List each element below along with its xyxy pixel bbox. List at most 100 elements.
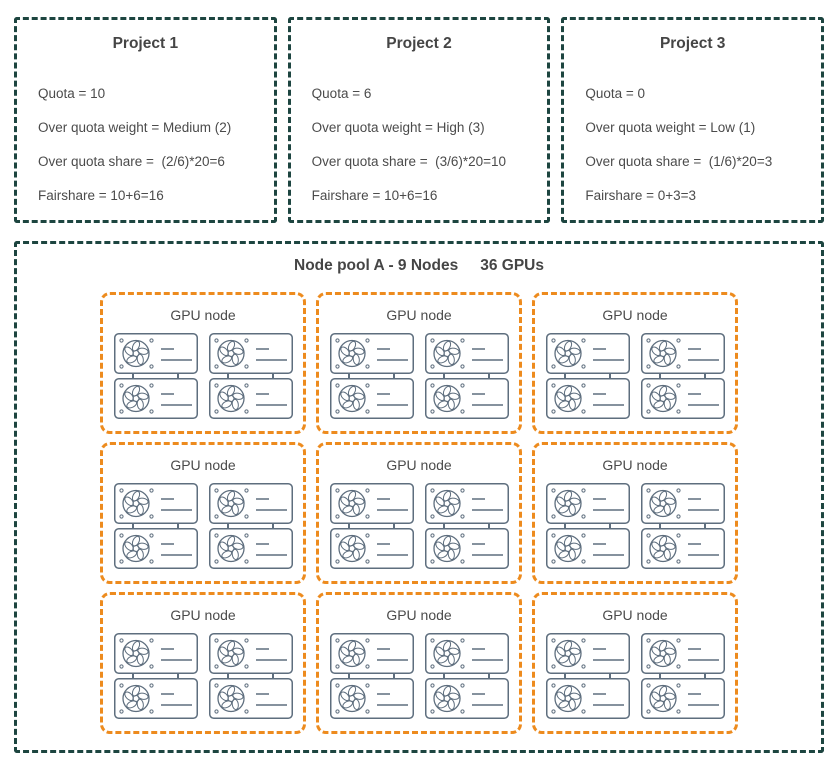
gpu-cards <box>103 483 303 569</box>
screw-icons <box>118 683 154 714</box>
screw-icons <box>550 638 586 669</box>
fan-icon <box>429 383 503 414</box>
gpu-card-pair <box>640 633 725 719</box>
gpu-node: GPU node <box>532 442 738 584</box>
screw-icons <box>429 533 465 564</box>
screw-icons <box>334 488 370 519</box>
card-label-lines <box>255 348 287 361</box>
gpu-node: GPU node <box>100 442 306 584</box>
gpu-card-icon <box>208 378 293 419</box>
gpu-card-icon <box>545 678 630 719</box>
screw-icons <box>118 533 154 564</box>
card-label-lines <box>160 348 192 361</box>
fan-icon <box>550 683 624 714</box>
project-lines: Quota = 0 Over quota weight = Low (1) Ov… <box>564 84 821 205</box>
gpu-cards <box>535 333 735 419</box>
project-weight-line: Over quota weight = High (3) <box>311 120 485 135</box>
gpu-cards <box>535 633 735 719</box>
gpu-card-icon <box>113 333 198 374</box>
screw-icons <box>334 533 370 564</box>
gpu-card-icon <box>545 333 630 374</box>
fan-icon <box>118 533 192 564</box>
card-label-lines <box>376 648 408 661</box>
project-quota-line: Quota = 6 <box>311 86 372 101</box>
card-label-lines <box>592 348 624 361</box>
fan-icon <box>334 533 408 564</box>
fan-icon <box>118 488 192 519</box>
card-label-lines <box>687 348 719 361</box>
gpu-card-icon <box>208 633 293 674</box>
screw-icons <box>550 533 586 564</box>
screw-icons <box>429 488 465 519</box>
screw-icons <box>213 638 249 669</box>
card-label-lines <box>255 393 287 406</box>
card-connector <box>209 374 293 378</box>
screw-icons <box>213 533 249 564</box>
gpu-card-icon <box>329 678 414 719</box>
fan-icon <box>645 638 719 669</box>
gpu-card-pair <box>113 483 198 569</box>
card-label-lines <box>255 648 287 661</box>
card-label-lines <box>160 648 192 661</box>
project-title: Project 1 <box>112 35 179 52</box>
project-share-line: Over quota share = (1/6)*20=3 <box>585 154 773 169</box>
fan-icon <box>334 338 408 369</box>
screw-icons <box>213 338 249 369</box>
gpu-card-pair <box>113 333 198 419</box>
project-weight-line: Over quota weight = Medium (2) <box>38 120 232 135</box>
project-box-2: Project 2 Quota = 6 Over quota weight = … <box>287 17 551 223</box>
gpu-card-pair <box>113 633 198 719</box>
card-label-lines <box>687 693 719 706</box>
card-connector <box>546 374 630 378</box>
screw-icons <box>550 488 586 519</box>
card-connector <box>546 524 630 528</box>
fan-icon <box>645 383 719 414</box>
gpu-card-pair <box>640 333 725 419</box>
card-connector <box>209 674 293 678</box>
gpu-card-icon <box>424 678 509 719</box>
fan-icon <box>213 488 287 519</box>
card-label-lines <box>376 393 408 406</box>
screw-icons <box>334 683 370 714</box>
gpu-node-label: GPU node <box>386 457 452 473</box>
node-pool-box: Node pool A - 9 Nodes 36 GPUs GPU node <box>14 241 824 753</box>
fan-icon <box>645 533 719 564</box>
fan-icon <box>645 488 719 519</box>
card-label-lines <box>376 693 408 706</box>
screw-icons <box>334 638 370 669</box>
screw-icons <box>645 338 681 369</box>
gpu-card-icon <box>424 528 509 569</box>
card-connector <box>209 524 293 528</box>
gpu-card-icon <box>424 333 509 374</box>
gpu-card-icon <box>208 333 293 374</box>
card-label-lines <box>471 648 503 661</box>
gpu-card-icon <box>640 378 725 419</box>
card-label-lines <box>471 543 503 556</box>
project-title: Project 3 <box>659 35 726 52</box>
project-share-line: Over quota share = (2/6)*20=6 <box>38 154 225 169</box>
gpu-card-icon <box>424 378 509 419</box>
gpu-node-label: GPU node <box>602 607 668 623</box>
gpu-card-icon <box>640 633 725 674</box>
fan-icon <box>118 383 192 414</box>
card-label-lines <box>687 543 719 556</box>
project-fairshare-line: Fairshare = 10+6=16 <box>311 188 438 203</box>
node-pool-name: Node pool A - 9 Nodes <box>294 257 459 274</box>
card-label-lines <box>376 543 408 556</box>
project-quota-line: Quota = 10 <box>38 86 106 101</box>
screw-icons <box>550 683 586 714</box>
screw-icons <box>429 383 465 414</box>
gpu-card-icon <box>424 633 509 674</box>
fan-icon <box>118 638 192 669</box>
screw-icons <box>118 383 154 414</box>
gpu-card-icon <box>329 633 414 674</box>
gpu-card-pair <box>545 483 630 569</box>
screw-icons <box>550 338 586 369</box>
gpu-cards <box>319 483 519 569</box>
project-title: Project 2 <box>386 35 452 52</box>
fan-icon <box>429 488 503 519</box>
card-label-lines <box>592 393 624 406</box>
screw-icons <box>645 638 681 669</box>
gpu-card-icon <box>640 333 725 374</box>
card-label-lines <box>592 498 624 511</box>
